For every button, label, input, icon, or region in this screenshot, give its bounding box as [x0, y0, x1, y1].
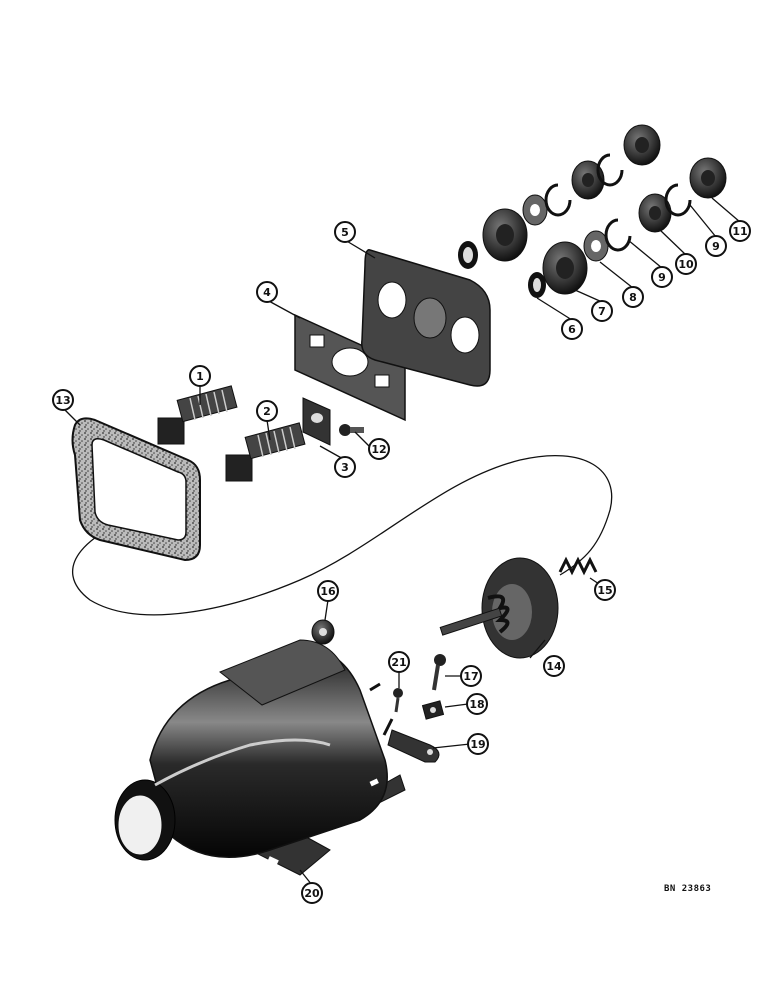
callout-13: 13	[52, 389, 74, 411]
lock-washer-18	[421, 700, 445, 720]
terminal-bolt-1	[157, 385, 238, 445]
callout-4: 4	[256, 281, 278, 303]
callout-12: 12	[368, 438, 390, 460]
callout-11: 11	[729, 220, 751, 242]
screw	[339, 424, 364, 436]
callout-2-label: 2	[263, 405, 271, 418]
callout-17: 17	[460, 665, 482, 687]
callout-9-lower: 9	[651, 266, 673, 288]
callout-12-label: 12	[371, 443, 386, 456]
callout-7: 7	[591, 300, 613, 322]
cover-plate	[361, 249, 491, 387]
terminal-bracket	[302, 397, 331, 446]
callout-8: 8	[622, 286, 644, 308]
callout-14: 14	[543, 655, 565, 677]
callout-19: 19	[467, 733, 489, 755]
callout-5: 5	[334, 221, 356, 243]
callout-18: 18	[466, 693, 488, 715]
callout-21: 21	[388, 651, 410, 673]
insulator-plate	[294, 313, 406, 422]
callout-9-upper-label: 9	[712, 240, 720, 253]
hardware-stack-upper	[458, 124, 661, 269]
gasket	[71, 417, 201, 562]
callout-17-label: 17	[463, 670, 478, 683]
small-nut	[311, 619, 335, 645]
callout-15: 15	[594, 579, 616, 601]
leader-lines	[64, 197, 741, 886]
callout-13-label: 13	[55, 394, 70, 407]
callout-15-label: 15	[597, 584, 612, 597]
callout-3: 3	[334, 456, 356, 478]
callout-18-label: 18	[469, 698, 484, 711]
callout-16: 16	[317, 580, 339, 602]
callout-19-label: 19	[470, 738, 485, 751]
callout-8-label: 8	[629, 291, 637, 304]
terminal-clip-19	[387, 729, 440, 763]
reference-code: BN 23863	[664, 884, 711, 894]
callout-14-label: 14	[546, 660, 562, 673]
callout-20-label: 20	[304, 887, 320, 900]
callout-11-label: 11	[732, 225, 747, 238]
callout-1: 1	[189, 365, 211, 387]
callout-6-label: 6	[568, 323, 576, 336]
plunger-assembly	[439, 557, 559, 659]
callout-20: 20	[301, 882, 323, 904]
callout-7-label: 7	[598, 305, 606, 318]
callout-5-label: 5	[341, 226, 349, 239]
callout-4-label: 4	[263, 286, 271, 299]
callout-21-label: 21	[391, 656, 406, 669]
solenoid-body	[114, 639, 406, 876]
screw-17	[432, 654, 446, 691]
terminal-bolt-2	[225, 422, 306, 482]
callout-10: 10	[675, 253, 697, 275]
screw-21	[393, 688, 403, 713]
callout-10-label: 10	[678, 258, 694, 271]
hardware-stack-lower	[528, 157, 727, 298]
spring	[558, 556, 598, 576]
wire-loop	[71, 455, 613, 616]
callout-9-upper: 9	[705, 235, 727, 257]
callout-2: 2	[256, 400, 278, 422]
callout-9-lower-label: 9	[658, 271, 666, 284]
callout-3-label: 3	[341, 461, 349, 474]
callout-16-label: 16	[320, 585, 336, 598]
callout-6: 6	[561, 318, 583, 340]
callout-1-label: 1	[196, 370, 204, 383]
